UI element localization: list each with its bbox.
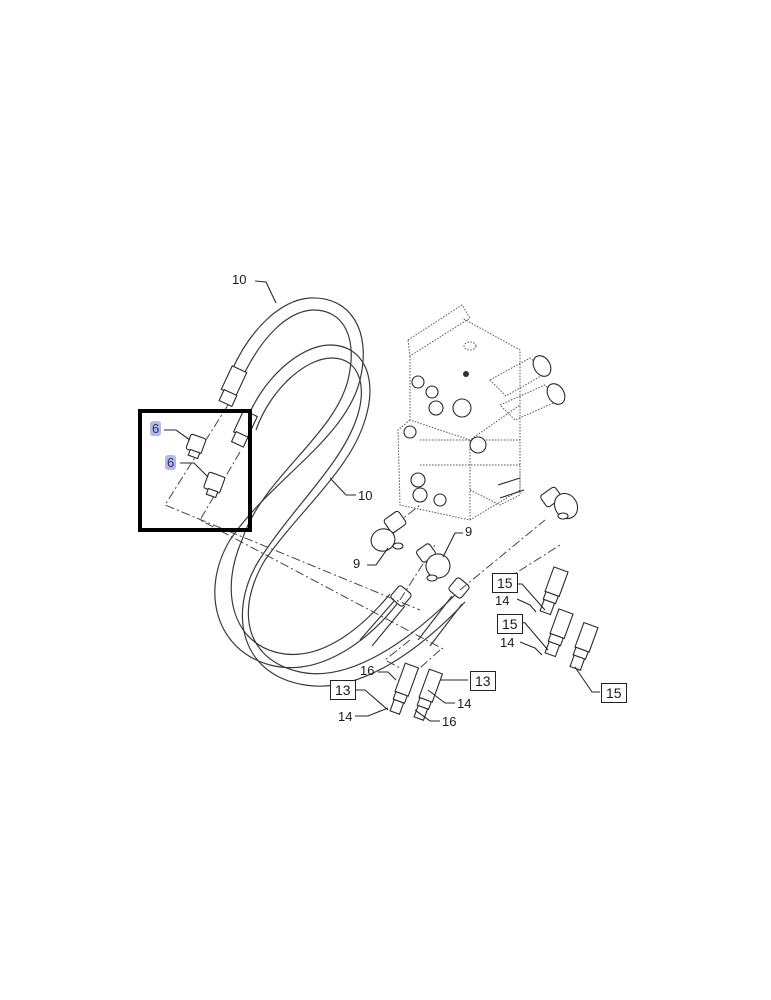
- elbow-9-left[interactable]: [368, 510, 407, 554]
- callout-13-right[interactable]: 13: [470, 671, 496, 691]
- highlight-frame: [138, 409, 252, 532]
- callout-9-left[interactable]: 9: [353, 556, 361, 571]
- callout-14-left[interactable]: 14: [338, 709, 353, 724]
- coupler-13-right[interactable]: [412, 668, 444, 721]
- assembly-lines: [164, 404, 561, 669]
- callout-10-lower[interactable]: 10: [358, 488, 373, 503]
- callout-6-upper[interactable]: 6: [150, 421, 162, 436]
- adapter-6-lower[interactable]: [203, 471, 226, 499]
- coupler-15-upper[interactable]: [538, 566, 569, 616]
- callout-10-upper[interactable]: 10: [232, 272, 247, 287]
- callout-16-right[interactable]: 16: [442, 714, 457, 729]
- callout-15-middle[interactable]: 15: [497, 614, 523, 634]
- callout-14-upper[interactable]: 14: [495, 593, 510, 608]
- adapter-6-upper[interactable]: [185, 433, 207, 460]
- callout-14-middle[interactable]: 14: [500, 635, 515, 650]
- hose-end-fitting-lower-right: [417, 577, 470, 647]
- elbow-9-right[interactable]: [415, 543, 453, 582]
- callout-13-left[interactable]: 13: [330, 680, 356, 700]
- callout-16-left[interactable]: 16: [360, 663, 375, 678]
- hose-end-fitting-upper: [218, 365, 248, 408]
- valve-block[interactable]: [397, 304, 568, 521]
- callout-15-upper[interactable]: 15: [492, 573, 518, 593]
- leader-lines: [164, 280, 600, 722]
- hose-end-fitting-lower-left: [359, 585, 412, 647]
- coupler-15-lower[interactable]: [568, 621, 599, 671]
- callout-9-right[interactable]: 9: [465, 524, 473, 539]
- hose-10-outer[interactable]: [214, 297, 401, 669]
- callout-15-lower[interactable]: 15: [601, 683, 627, 703]
- callout-6-lower[interactable]: 6: [165, 455, 177, 470]
- callout-14-right[interactable]: 14: [457, 696, 472, 711]
- coupler-15-middle[interactable]: [543, 608, 574, 658]
- elbow-fitting-block-right: [540, 486, 579, 520]
- coupler-13-left[interactable]: [388, 662, 420, 715]
